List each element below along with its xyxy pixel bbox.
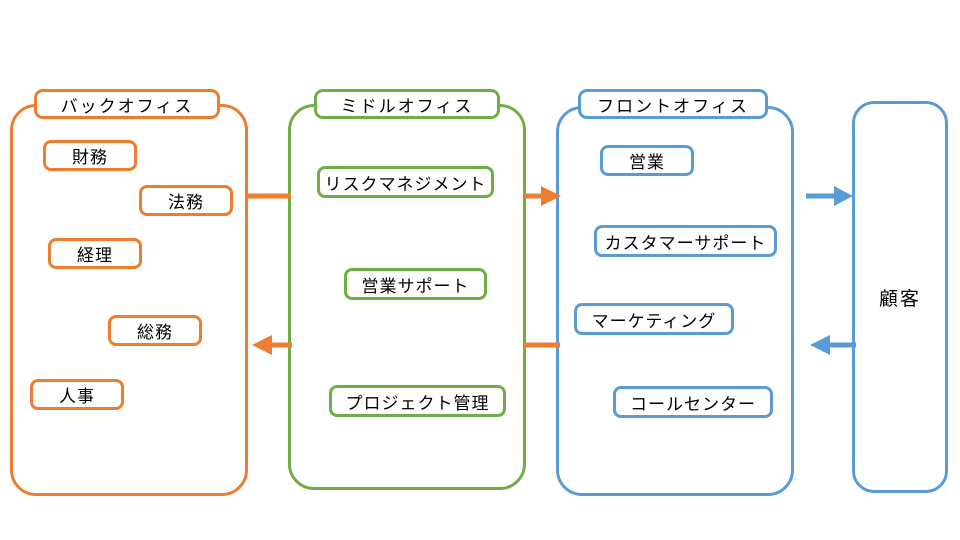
front-office-header-label: フロントオフィス xyxy=(597,96,749,116)
customer-label: 顧客 xyxy=(852,101,948,493)
middle-office-header: ミドルオフィス xyxy=(314,89,500,119)
middle-office-unit-risk-management[interactable]: リスクマネジメント xyxy=(317,166,494,198)
front-office-header: フロントオフィス xyxy=(578,89,768,119)
arrow-front-to-customer xyxy=(806,186,853,206)
unit-label: プロジェクト管理 xyxy=(345,393,490,413)
front-office-unit-marketing[interactable]: マーケティング xyxy=(574,303,734,335)
unit-label: 財務 xyxy=(72,148,108,167)
unit-label: 総務 xyxy=(137,323,173,342)
unit-label: マーケティング xyxy=(591,311,717,331)
unit-label: 営業 xyxy=(629,153,665,172)
middle-office-header-label: ミドルオフィス xyxy=(340,96,474,116)
customer-container[interactable] xyxy=(852,101,948,493)
middle-office-unit-sales-support[interactable]: 営業サポート xyxy=(344,268,487,300)
back-office-unit-houmu[interactable]: 法務 xyxy=(139,185,233,216)
arrow-customer-to-front xyxy=(810,335,856,355)
unit-label: カスタマーサポート xyxy=(604,233,767,253)
back-office-unit-soumu[interactable]: 総務 xyxy=(108,315,202,346)
back-office-unit-jinji[interactable]: 人事 xyxy=(30,379,124,410)
back-office-unit-zaimu[interactable]: 財務 xyxy=(43,140,137,171)
front-office-unit-eigyo[interactable]: 営業 xyxy=(600,145,694,176)
back-office-header: バックオフィス xyxy=(34,89,220,119)
unit-label: コールセンター xyxy=(630,394,756,414)
front-office-unit-customer-support[interactable]: カスタマーサポート xyxy=(594,225,777,257)
middle-office-unit-project-management[interactable]: プロジェクト管理 xyxy=(329,385,506,417)
unit-label: 営業サポート xyxy=(361,276,470,296)
unit-label: 経理 xyxy=(77,246,113,265)
back-office-unit-keiri[interactable]: 経理 xyxy=(48,238,142,269)
customer-label-text: 顧客 xyxy=(878,288,921,310)
front-office-unit-call-center[interactable]: コールセンター xyxy=(613,386,773,418)
unit-label: リスクマネジメント xyxy=(324,174,487,194)
unit-label: 法務 xyxy=(168,193,204,212)
back-office-header-label: バックオフィス xyxy=(60,96,194,116)
unit-label: 人事 xyxy=(59,387,95,406)
arrow-middle-to-back xyxy=(252,335,292,355)
